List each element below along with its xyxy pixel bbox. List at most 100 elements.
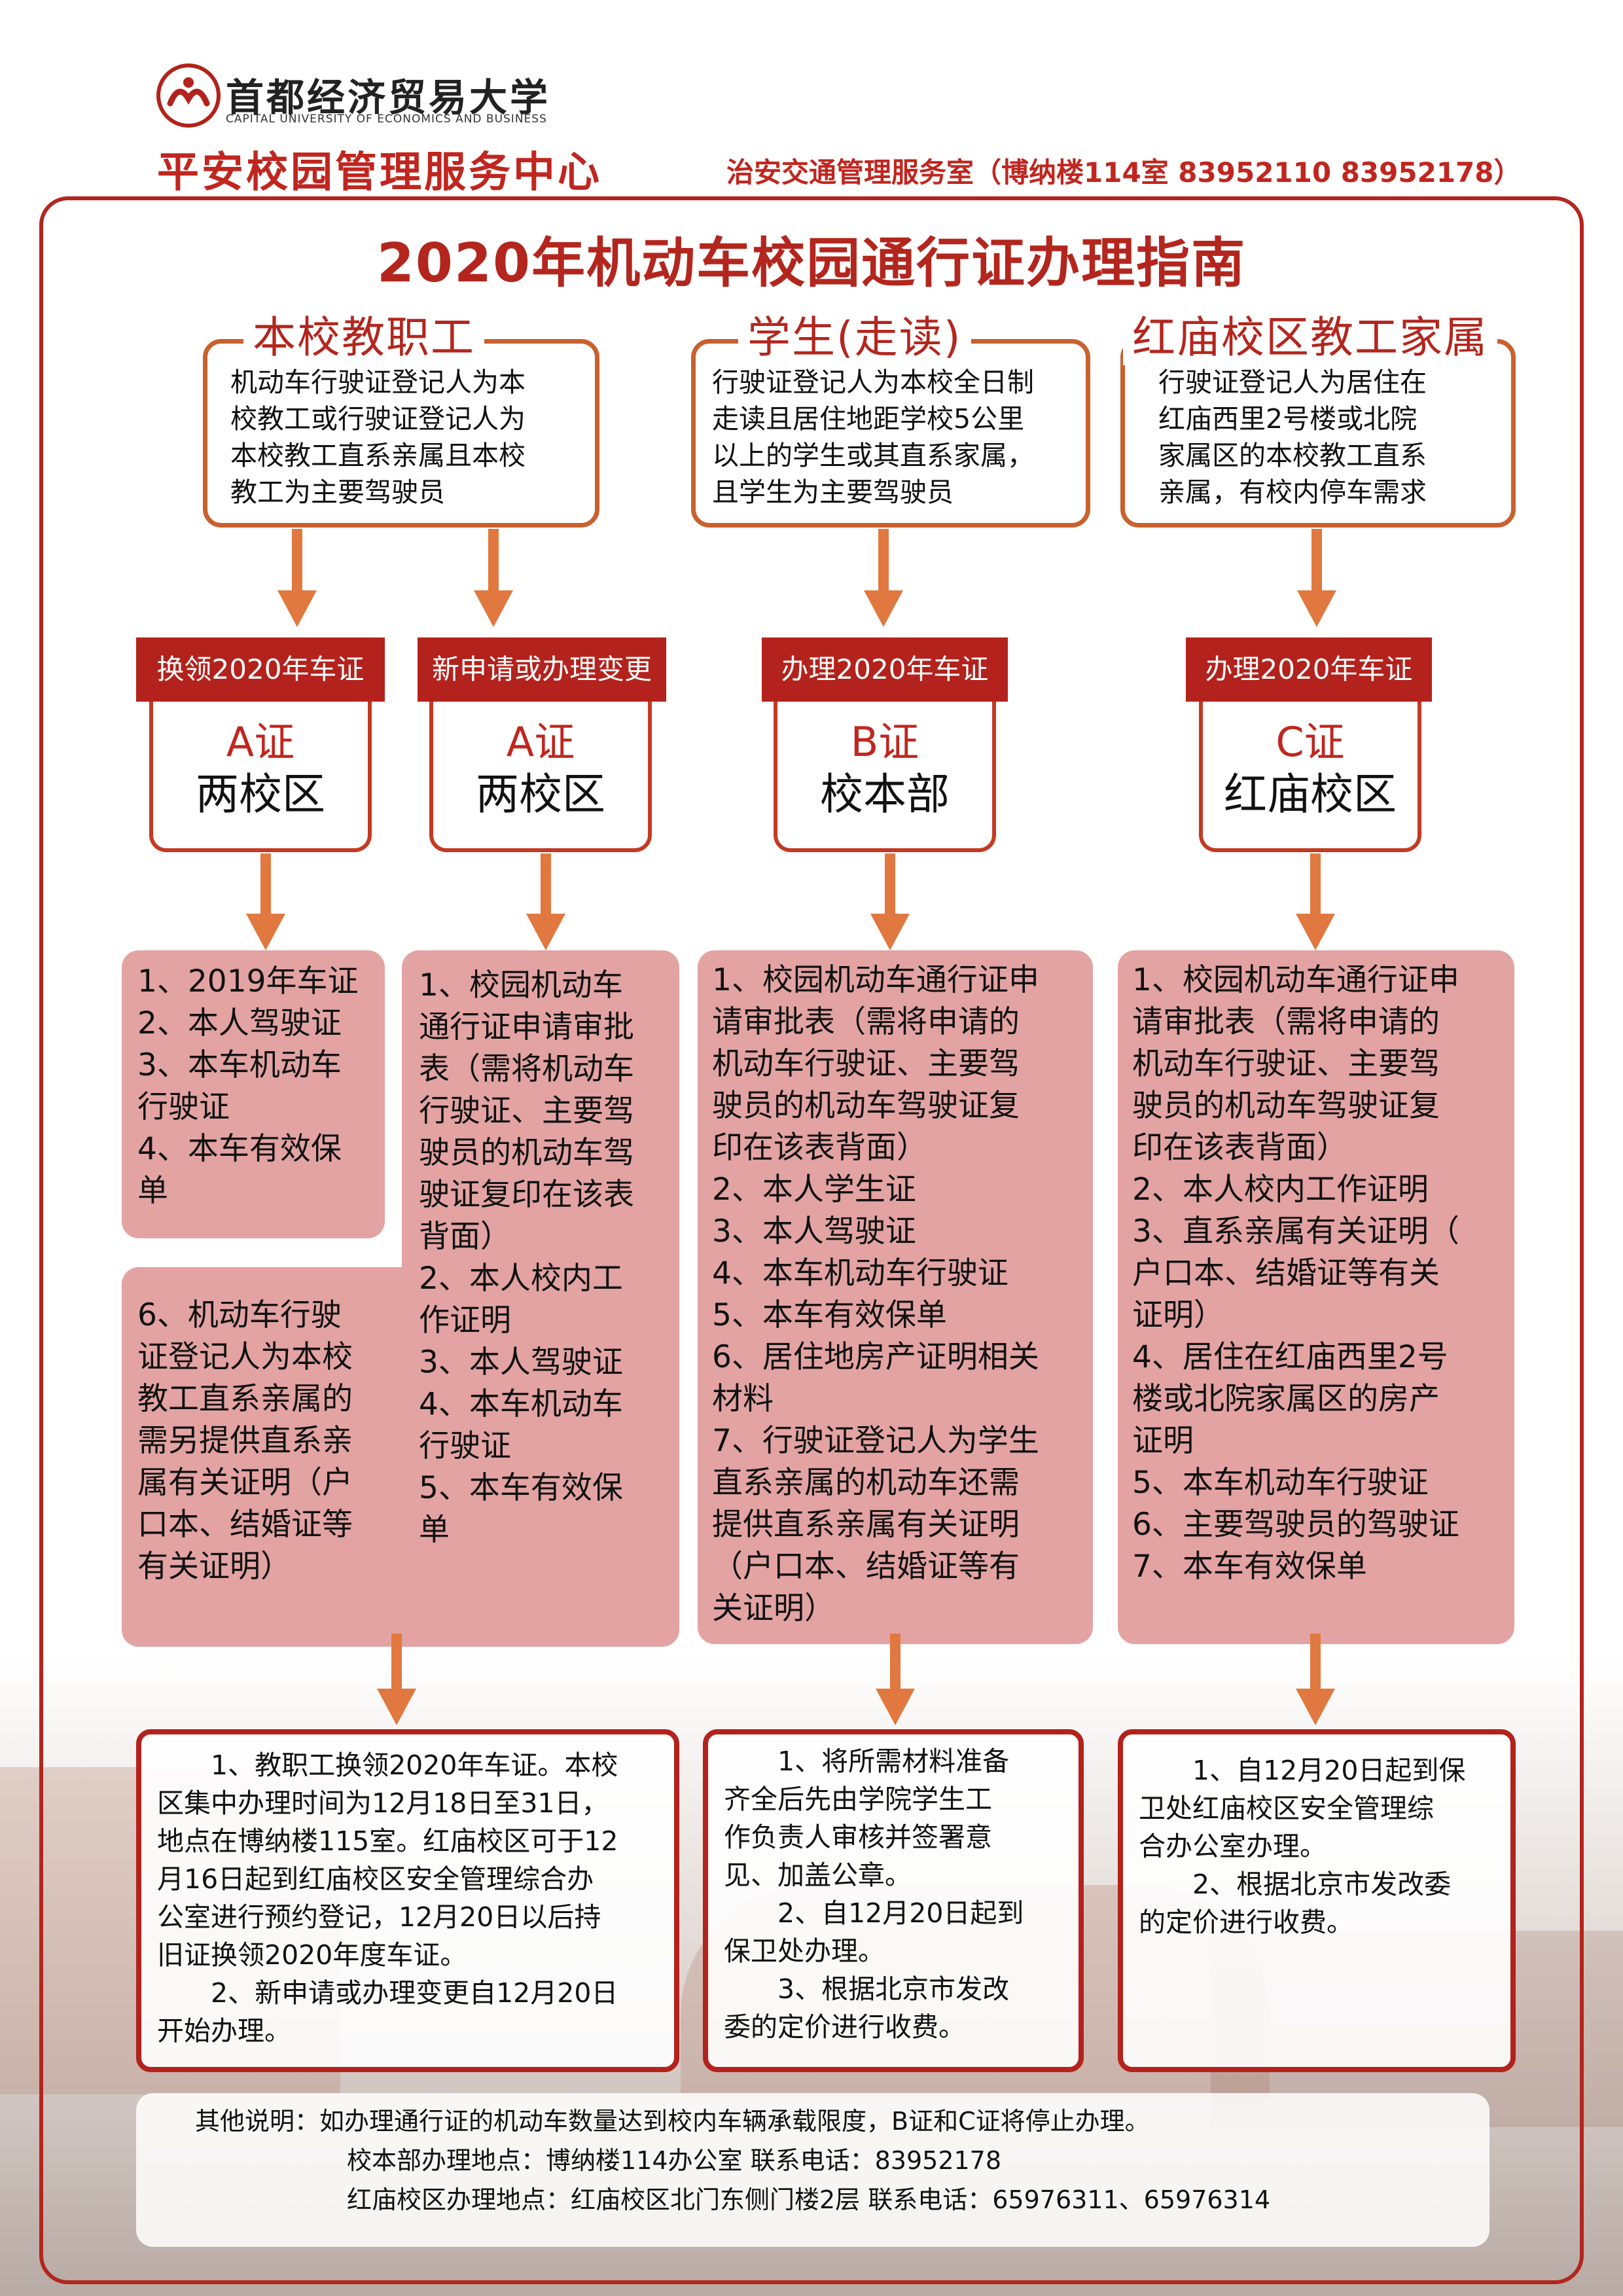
list-item: 背面） [419, 1219, 511, 1255]
list-item: 7、行驶证登记人为学生 [712, 1423, 1039, 1459]
list-item: 行驶证 [137, 1089, 230, 1125]
notice-line: 的定价进行收费。 [1139, 1907, 1353, 1938]
notice-line: 委的定价进行收费。 [724, 2011, 965, 2043]
cert-campus: 两校区 [196, 769, 325, 819]
desc-line: 家属区的本校教工直系 [1158, 440, 1427, 471]
notice-box-family [1118, 1729, 1516, 2072]
list-item: 属有关证明（户 [137, 1465, 353, 1501]
list-item: 机动车行驶证、主要驾 [1132, 1046, 1440, 1082]
list-item: 印在该表背面） [1132, 1130, 1347, 1166]
list-item: 6、机动车行驶 [137, 1297, 342, 1333]
notice-line: 开始办理。 [157, 2015, 291, 2047]
list-item: 5、本车有效保 [419, 1470, 623, 1506]
category-title-family: 红庙校区教工家属 [1123, 302, 1497, 365]
list-item: 证登记人为本校 [137, 1339, 353, 1375]
outer-frame [39, 196, 1584, 2284]
cert-bar-family: 办理2020年车证 [1186, 637, 1432, 702]
arrow-down-icon [876, 1634, 915, 1725]
arrow-down-icon [526, 853, 565, 950]
list-item: 4、本车机动车行驶证 [712, 1255, 1008, 1291]
arrow-down-icon [1297, 529, 1336, 627]
footer-note: 其他说明：如办理通行证的机动车数量达到校内车辆承载限度，B证和C证将停止办理。 [195, 2107, 1150, 2136]
desc-line: 校教工或行驶证登记人为 [230, 403, 526, 435]
list-item: 7、本车有效保单 [1132, 1549, 1367, 1585]
notice-line: 1、自12月20日起到保 [1192, 1755, 1466, 1786]
cert-campus: 红庙校区 [1224, 769, 1397, 819]
list-item: 驶证复印在该表 [419, 1177, 634, 1213]
list-item: 表（需将机动车 [419, 1051, 634, 1087]
university-name: 首都经济贸易大学 [226, 75, 551, 120]
service-center-title: 平安校园管理服务中心 [157, 149, 602, 197]
list-item: 1、校园机动车通行证申 [712, 962, 1039, 998]
cert-box-a-new: A证 两校区 [429, 702, 652, 852]
cert-bar-renew: 换领2020年车证 [136, 637, 385, 702]
desc-line: 亲属，有校内停车需求 [1158, 476, 1427, 508]
cert-type: A证 [226, 718, 295, 766]
category-title-staff: 本校教职工 [243, 302, 484, 365]
list-item: 证明 [1132, 1423, 1194, 1459]
category-desc-staff: 机动车行驶证登记人为本 校教工或行驶证登记人为 本校教工直系亲属且本校 教工为主… [230, 364, 526, 511]
cert-bar-student: 办理2020年车证 [762, 637, 1008, 702]
materials-list-new: 1、校园机动车 通行证申请审批 表（需将机动车 行驶证、主要驾 驶员的机动车驾 … [419, 965, 634, 1551]
materials-panel-student [698, 950, 1093, 1644]
list-item: 户口本、结婚证等有关 [1132, 1255, 1440, 1291]
university-name-en: CAPITAL UNIVERSITY OF ECONOMICS AND BUSI… [226, 113, 547, 126]
list-item: 驶员的机动车驾驶证复 [1132, 1088, 1440, 1124]
university-logo-icon [156, 63, 221, 128]
list-item: 2、本人校内工 [419, 1261, 623, 1297]
cert-campus: 校本部 [820, 769, 950, 819]
list-item: 关证明） [712, 1590, 835, 1626]
list-item: 印在该表背面） [712, 1130, 927, 1166]
arrow-down-icon [246, 853, 285, 950]
page-title: 2020年机动车校园通行证办理指南 [376, 232, 1247, 295]
desc-line: 本校教工直系亲属且本校 [230, 440, 526, 471]
list-item: 行驶证、主要驾 [419, 1093, 634, 1129]
list-item: 作证明 [419, 1302, 511, 1338]
notice-line: 2、自12月20日起到 [777, 1897, 1024, 1929]
notice-line: 区集中办理时间为12月18日至31日， [157, 1787, 609, 1819]
cert-type: A证 [506, 718, 575, 766]
list-item: 驶员的机动车驾驶证复 [712, 1088, 1020, 1124]
list-item: 3、本人驾驶证 [712, 1213, 916, 1249]
list-item: 单 [137, 1173, 168, 1209]
desc-line: 红庙西里2号楼或北院 [1158, 403, 1418, 435]
notice-box-staff [136, 1729, 679, 2072]
desc-line: 教工为主要驾驶员 [230, 476, 445, 508]
arrow-down-icon [1296, 853, 1335, 950]
list-item: 3、本人驾驶证 [419, 1344, 623, 1380]
list-item: （户口本、结婚证等有 [712, 1549, 1020, 1585]
list-item: 4、本车机动车 [419, 1386, 623, 1422]
notice-line: 卫处红庙校区安全管理综 [1139, 1793, 1434, 1824]
materials-panel-renew [122, 950, 385, 1238]
notice-line: 月16日起到红庙校区安全管理综合办 [157, 1863, 594, 1895]
notice-student: 1、将所需材料准备 齐全后先由学院学生工 作负责人审核并签署意 见、加盖公章。 … [724, 1742, 1077, 2046]
category-box-staff [203, 339, 599, 528]
cert-bar-new: 新申请或办理变更 [418, 637, 666, 702]
list-item: 证明） [1132, 1297, 1224, 1333]
notice-line: 齐全后先由学院学生工 [724, 1784, 992, 1815]
office-info: 治安交通管理服务室（博纳楼114室 83952110 83952178） [726, 156, 1522, 188]
list-item: 机动车行驶证、主要驾 [712, 1046, 1020, 1082]
notice-line: 3、根据北京市发改 [777, 1973, 1010, 2005]
list-item: 4、居住在红庙西里2号 [1132, 1339, 1448, 1375]
list-item: 1、校园机动车通行证申 [1132, 962, 1459, 998]
list-item: 教工直系亲属的 [137, 1381, 353, 1417]
category-title-student: 学生(走读) [738, 302, 971, 365]
materials-list-family: 1、校园机动车通行证申 请审批表（需将申请的 机动车行驶证、主要驾 驶员的机动车… [1132, 960, 1459, 1588]
notice-staff: 1、教职工换领2020年车证。本校 区集中办理时间为12月18日至31日， 地点… [157, 1746, 668, 2050]
notice-family: 1、自12月20日起到保 卫处红庙校区安全管理综 合办公室办理。 2、根据北京市… [1139, 1751, 1505, 1941]
list-item: 1、2019年车证 [137, 963, 359, 999]
list-item: 6、居住地房产证明相关 [712, 1339, 1039, 1375]
cert-type: C证 [1275, 718, 1345, 766]
notice-line: 作负责人审核并签署意 [724, 1821, 992, 1853]
list-item: 材料 [712, 1381, 774, 1417]
notice-line: 旧证换领2020年度车证。 [157, 1939, 467, 1971]
desc-line: 以上的学生或其直系家属， [712, 440, 1034, 471]
materials-list-student: 1、校园机动车通行证申 请审批表（需将申请的 机动车行驶证、主要驾 驶员的机动车… [712, 960, 1039, 1630]
arrow-down-icon [864, 529, 903, 627]
list-item: 通行证申请审批 [419, 1009, 634, 1045]
materials-list-renew: 1、2019年车证 2、本人驾驶证 3、本车机动车 行驶证 4、本车有效保 单 [137, 961, 359, 1212]
arrow-down-icon [870, 853, 910, 950]
list-item: 楼或北院家属区的房产 [1132, 1381, 1440, 1417]
